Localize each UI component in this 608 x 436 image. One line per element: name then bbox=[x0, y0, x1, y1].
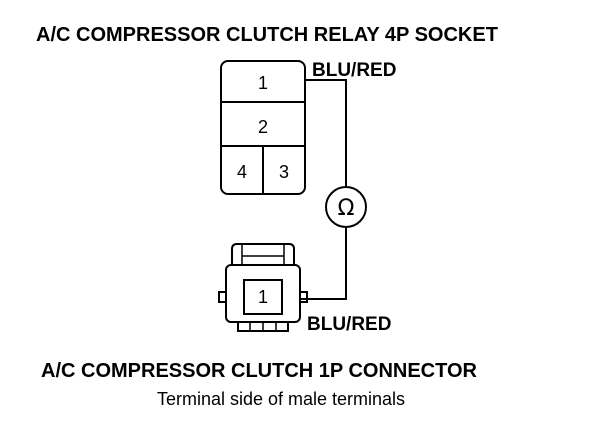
clutch-1p-connector: 1 bbox=[218, 243, 308, 332]
relay-terminal-3: 3 bbox=[279, 162, 289, 182]
connector-wire-label: BLU/RED bbox=[307, 314, 391, 335]
connector-terminal-cavity bbox=[243, 279, 283, 315]
relay-terminal-4: 4 bbox=[237, 162, 247, 182]
wire-relay-to-meter bbox=[305, 79, 347, 187]
relay-terminal-2: 2 bbox=[258, 117, 268, 137]
connector-subtitle: Terminal side of male terminals bbox=[157, 389, 405, 409]
ohm-icon: Ω bbox=[338, 196, 355, 221]
relay-socket-title: A/C COMPRESSOR CLUTCH RELAY 4P SOCKET bbox=[36, 24, 498, 46]
clutch-terminal-1: 1 bbox=[258, 287, 268, 307]
relay-wire-label: BLU/RED bbox=[312, 60, 396, 81]
connector-title: A/C COMPRESSOR CLUTCH 1P CONNECTOR bbox=[41, 360, 478, 382]
relay-terminal-1: 1 bbox=[258, 73, 268, 93]
connector-tab-right bbox=[299, 291, 308, 303]
connector-latch bbox=[231, 243, 295, 265]
connector-tab-left bbox=[218, 291, 227, 303]
wire-meter-to-connector bbox=[301, 227, 347, 300]
relay-4p-socket: 1 2 4 3 bbox=[220, 60, 306, 195]
ohmmeter: Ω bbox=[325, 186, 367, 228]
